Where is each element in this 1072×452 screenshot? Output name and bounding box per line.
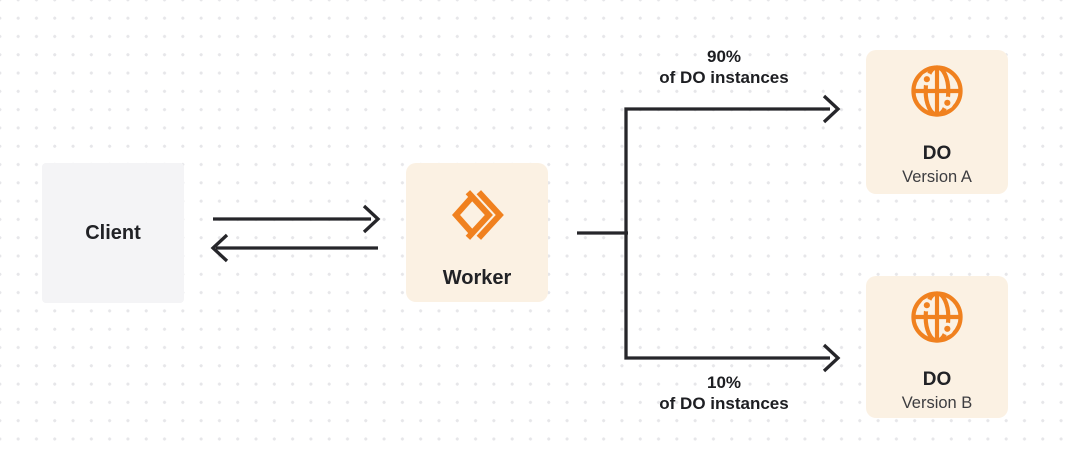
worker-label: Worker bbox=[442, 267, 512, 289]
do-b-title: DO bbox=[922, 369, 952, 390]
client-label: Client bbox=[85, 221, 141, 244]
do-version-b-node: DO Version B bbox=[866, 276, 1008, 418]
branch-a-caption: of DO instances bbox=[659, 68, 789, 87]
globe-icon bbox=[908, 62, 966, 120]
branch-trunk-and-arms bbox=[624, 107, 830, 360]
arrow-worker-to-client-head bbox=[210, 233, 229, 263]
branch-b-caption: of DO instances bbox=[659, 394, 789, 413]
branch-label-90-percent: 90% of DO instances bbox=[624, 46, 824, 88]
do-a-subtitle: Version A bbox=[902, 167, 972, 186]
branch-b-percent: 10% bbox=[706, 373, 742, 392]
workers-chevrons-icon bbox=[446, 183, 508, 247]
do-a-title: DO bbox=[922, 143, 952, 164]
do-version-a-node: DO Version A bbox=[866, 50, 1008, 194]
branch-a-percent: 90% bbox=[706, 47, 742, 66]
arrow-to-do-a-head bbox=[822, 94, 841, 124]
branch-label-10-percent: 10% of DO instances bbox=[624, 372, 824, 414]
worker-node: Worker bbox=[406, 163, 548, 302]
arrow-to-do-b-head bbox=[822, 343, 841, 373]
client-node: Client bbox=[42, 163, 184, 303]
globe-icon bbox=[908, 288, 966, 346]
arrow-client-to-worker-head bbox=[362, 204, 381, 234]
do-b-subtitle: Version B bbox=[901, 393, 973, 412]
